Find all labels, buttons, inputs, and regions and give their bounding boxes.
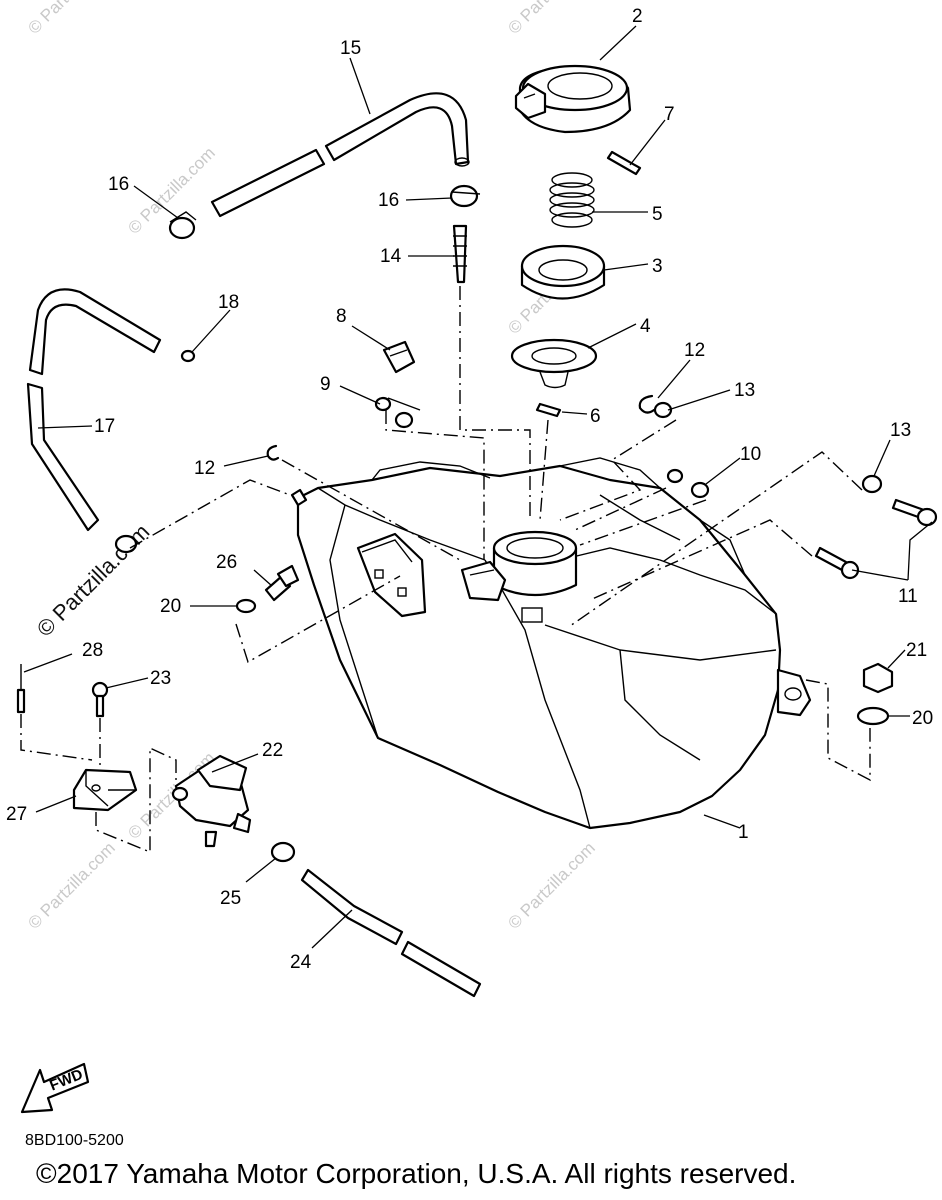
spring-clip [374, 396, 421, 429]
callout-1: 1 [738, 822, 749, 843]
washer [653, 401, 673, 419]
callout-16-center: 16 [378, 190, 399, 211]
callout-17: 17 [94, 416, 115, 437]
circlip [266, 444, 280, 461]
vent-hose-top [210, 92, 470, 218]
hose-clamp [114, 534, 138, 554]
callout-3: 3 [652, 256, 663, 277]
washer [856, 706, 890, 726]
bracket [72, 768, 138, 812]
leader-lines [23, 25, 933, 949]
callout-12-right: 12 [684, 340, 705, 361]
callout-26: 26 [216, 552, 237, 573]
callout-7: 7 [664, 104, 675, 125]
watermark-text: © Partzilla.com [24, 838, 118, 932]
callout-18: 18 [218, 292, 239, 313]
callout-15: 15 [340, 38, 361, 59]
fwd-arrow: FWD [20, 1062, 90, 1114]
grommet [666, 468, 684, 484]
callout-labels: 2 7 5 3 4 6 12 13 13 10 11 21 20 1 15 16… [6, 6, 933, 973]
small-clamp [180, 349, 196, 363]
callout-10: 10 [740, 444, 761, 465]
watermark-text: © Partzilla.com [24, 0, 118, 38]
washer [861, 474, 883, 494]
screw [91, 681, 109, 718]
callout-27: 27 [6, 804, 27, 825]
fuel-hose-bottom [300, 868, 482, 998]
callout-21: 21 [906, 640, 927, 661]
spring [549, 172, 595, 228]
callout-8: 8 [336, 306, 347, 327]
callout-28: 28 [82, 640, 103, 661]
hose-clamp [168, 211, 197, 240]
gasket-ring [520, 244, 606, 300]
watermark-text-dark: © Partzilla.com [32, 519, 155, 642]
washer [235, 598, 257, 614]
callout-6: 6 [590, 406, 601, 427]
hose-clamp [449, 184, 481, 208]
vent-hose-left [26, 288, 162, 532]
fuel-cock [171, 754, 252, 848]
callout-16-left: 16 [108, 174, 129, 195]
callout-25: 25 [220, 888, 241, 909]
grommet [690, 481, 710, 499]
diagram-code: 8BD100-5200 [25, 1132, 124, 1149]
nut [862, 662, 894, 694]
bolt [814, 546, 860, 580]
pin [606, 150, 642, 176]
bolt [264, 564, 300, 602]
callout-4: 4 [640, 316, 651, 337]
hose-fitting [452, 224, 468, 284]
watermark-text: © Partzilla.com [504, 838, 598, 932]
damper [382, 340, 416, 374]
hose-clamp [270, 841, 296, 863]
callout-23: 23 [150, 668, 171, 689]
callout-9: 9 [320, 374, 331, 395]
assembly-lines [20, 286, 871, 854]
rivet [16, 664, 26, 714]
callout-5: 5 [652, 204, 663, 225]
bolt [891, 498, 938, 527]
callout-24: 24 [290, 952, 312, 973]
callout-13-upper: 13 [734, 380, 755, 401]
copyright-notice: ©2017 Yamaha Motor Corporation, U.S.A. A… [36, 1158, 797, 1189]
callout-14: 14 [380, 246, 402, 267]
callout-12-left: 12 [194, 458, 215, 479]
callout-20-left: 20 [160, 596, 181, 617]
callout-13-right: 13 [890, 420, 911, 441]
key [535, 402, 562, 418]
fuel-cap [514, 64, 632, 134]
fuel-tank [290, 457, 812, 830]
callout-2: 2 [632, 6, 643, 27]
callout-22: 22 [262, 740, 283, 761]
circlip [638, 394, 656, 414]
callout-20-right: 20 [912, 708, 933, 729]
filler-plate [510, 338, 598, 389]
callout-11: 11 [898, 586, 918, 607]
watermark-text: © Partzilla.com [504, 0, 598, 38]
